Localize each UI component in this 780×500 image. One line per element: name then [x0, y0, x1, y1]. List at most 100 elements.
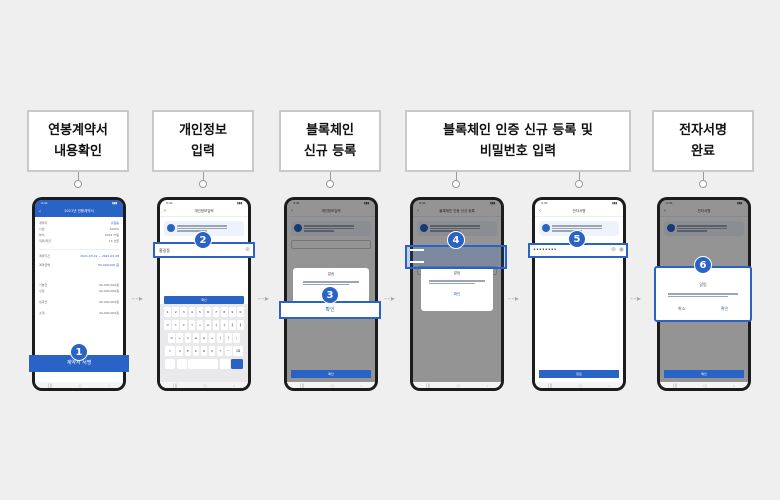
- step-badge-1: 1: [70, 343, 88, 361]
- bot-icon: [420, 224, 428, 232]
- confirm-button[interactable]: 확인: [164, 295, 244, 304]
- back-icon[interactable]: ‹: [39, 208, 41, 215]
- step-6-line2: 완료: [691, 144, 715, 159]
- eye-icon[interactable]: ◉: [618, 246, 624, 253]
- connector-line: [330, 172, 331, 180]
- step-4-line1: 블록체인 인증 신규 등록 및: [443, 123, 593, 138]
- back-icon[interactable]: ‹: [539, 208, 541, 214]
- connector-line: [456, 172, 457, 180]
- phone-header: ‹ 전자서명: [535, 206, 623, 217]
- phone-header: ‹ 블록체인 인증 신규 등록: [413, 206, 501, 217]
- system-nav-bar: |||○‹: [160, 382, 248, 388]
- confirm-button[interactable]: 확인: [720, 306, 729, 312]
- clear-icon[interactable]: ⊗: [244, 246, 250, 253]
- back-icon[interactable]: ‹: [291, 208, 293, 214]
- connector-dot: [74, 180, 82, 188]
- step-1-label: 연봉계약서 내용확인: [27, 110, 129, 172]
- system-nav-bar: |||○‹: [535, 382, 623, 388]
- phone-title: 전자서명: [697, 208, 711, 213]
- phone-title: 2021년 연봉계약서: [64, 209, 94, 213]
- step-badge-4: 4: [447, 231, 465, 249]
- phone-header: ‹ 2021년 연봉계약서: [35, 206, 123, 217]
- step-6-line1: 전자서명: [679, 123, 727, 138]
- step-badge-6: 6: [694, 256, 712, 274]
- step-badge-2: 2: [194, 231, 212, 249]
- connector-line: [78, 172, 79, 180]
- system-nav-bar: |||○‹: [287, 382, 375, 388]
- done-button[interactable]: 완료: [539, 370, 619, 378]
- bottom-confirm-button[interactable]: 확인: [664, 370, 744, 378]
- step-6-label: 전자서명 완료: [652, 110, 754, 172]
- phone-blockchain-password: 9:41▮▮▮ ‹ 블록체인 인증 신규 등록 알림 확인 |||○‹: [410, 197, 504, 391]
- key-row: ⇧ㅋㅌㅊㅍㅠㅜㅡ⌫: [162, 346, 246, 356]
- step-2-label: 개인정보 입력: [152, 110, 254, 172]
- bot-icon: [167, 224, 175, 232]
- status-bar: 9:41▮▮▮: [166, 201, 242, 205]
- bot-icon: [542, 224, 550, 232]
- phone-title: 블록체인 인증 신규 등록: [439, 208, 475, 213]
- info-message: [164, 221, 244, 236]
- key-row: ㅂㅈㄷㄱㅅㅛㅕㅑㅐㅔ: [162, 320, 246, 330]
- phone-screen: 9:41▮▮▮ ‹ 블록체인 인증 신규 등록 알림 확인 |||○‹: [413, 200, 501, 388]
- dialog-title: 알림: [327, 272, 335, 276]
- status-bar: 9:41▮▮▮: [666, 201, 742, 205]
- phone-title: 개인정보입력: [194, 208, 214, 213]
- info-message: [664, 221, 744, 236]
- input-field[interactable]: [291, 239, 371, 249]
- key-row: [162, 359, 246, 369]
- step-3-label: 블록체인 신규 등록: [279, 110, 381, 172]
- step-3-line2: 신규 등록: [303, 144, 357, 159]
- step-badge-3: 3: [321, 286, 339, 304]
- info-message: [291, 221, 371, 236]
- back-icon[interactable]: ‹: [664, 208, 666, 214]
- step-3-line1: 블록체인: [306, 123, 354, 138]
- dialog-confirm-button[interactable]: 확인: [453, 292, 461, 297]
- back-icon[interactable]: ‹: [417, 208, 419, 214]
- connector-dot: [199, 180, 207, 188]
- status-bar: 9:41▮▮▮: [293, 201, 369, 205]
- status-bar: 9:41▮▮▮: [419, 201, 495, 205]
- connector-line: [203, 172, 204, 180]
- step-1-line1: 연봉계약서: [48, 123, 108, 138]
- back-icon[interactable]: ‹: [164, 208, 166, 214]
- system-nav-bar: |||○‹: [660, 382, 748, 388]
- key-row: ㅁㄴㅇㄹㅎㅗㅓㅏㅣ: [162, 333, 246, 343]
- arrow-right-icon: - - ▸: [508, 294, 519, 303]
- status-bar: 9:41▮▮▮: [541, 201, 617, 205]
- step-2-line1: 개인정보: [179, 123, 227, 138]
- dialog-title: 알림: [453, 271, 461, 275]
- bottom-confirm-button[interactable]: 확인: [291, 370, 371, 378]
- info-message: [539, 221, 619, 236]
- step-4-label: 블록체인 인증 신규 등록 및 비밀번호 입력: [405, 110, 631, 172]
- arrow-right-icon: - - ▸: [630, 294, 641, 303]
- alert-dialog: 알림 확인: [421, 267, 493, 311]
- step-2-line2: 입력: [191, 144, 215, 159]
- shift-key-icon: ⇧: [164, 346, 175, 356]
- phone-title: 개인정보입력: [321, 208, 341, 213]
- phone-screen: 9:41▮▮▮ ‹ 전자서명 완료 |||○‹: [535, 200, 623, 388]
- clear-icon[interactable]: ⊗: [610, 246, 616, 253]
- phone-signature-password: 9:41▮▮▮ ‹ 전자서명 완료 |||○‹: [532, 197, 626, 391]
- arrow-right-icon: - - ▸: [258, 294, 269, 303]
- connector-line: [703, 172, 704, 180]
- bot-icon: [667, 224, 675, 232]
- phone-header: ‹ 전자서명: [660, 206, 748, 217]
- cancel-button[interactable]: 취소: [677, 306, 686, 312]
- phone-header: ‹ 개인정보입력: [287, 206, 375, 217]
- phone-title: 전자서명: [572, 208, 586, 213]
- connector-dot: [699, 180, 707, 188]
- connector-dot: [575, 180, 583, 188]
- system-nav-bar: |||○‹: [35, 382, 123, 388]
- step-badge-5: 5: [568, 230, 586, 248]
- completion-dialog: 알림 취소 확인: [654, 266, 752, 322]
- connector-dot: [326, 180, 334, 188]
